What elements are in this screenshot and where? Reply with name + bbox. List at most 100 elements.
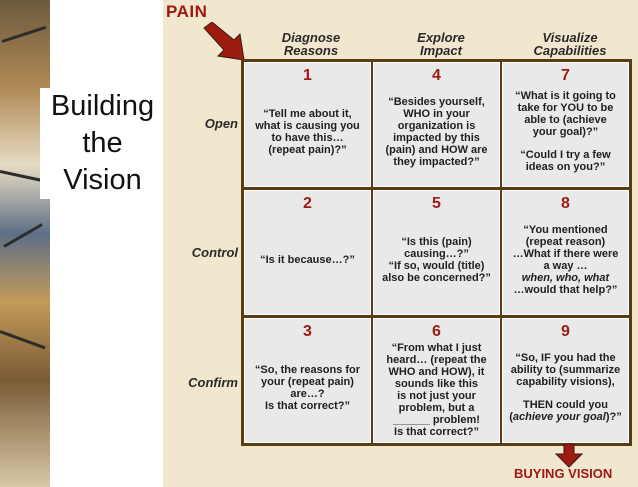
cell-line: to have this… bbox=[271, 131, 344, 144]
column-header-line: Explore bbox=[417, 30, 465, 45]
side-title-line: Building bbox=[50, 90, 155, 122]
side-title-line: the bbox=[82, 127, 123, 159]
column-header-line: Diagnose bbox=[281, 30, 341, 45]
side-title-line: Vision bbox=[63, 164, 142, 196]
abstract-painting-strip bbox=[0, 0, 50, 487]
cell-line: Is that correct?” bbox=[394, 425, 479, 438]
grid-cell-5: 5 “Is this (pain) causing…?” “If so, wou… bbox=[373, 190, 500, 315]
column-header-line: Visualize bbox=[542, 30, 598, 45]
column-header-line: Impact bbox=[420, 43, 462, 58]
cell-line: …What if there were bbox=[512, 247, 619, 260]
grid-cell-7: 7 “What is it going to take for YOU to b… bbox=[502, 62, 629, 187]
cell-line: (repeat pain)?” bbox=[268, 143, 347, 156]
paint-stroke bbox=[3, 223, 43, 248]
grid-cell-4: 4 “Besides yourself, WHO in your organiz… bbox=[373, 62, 500, 187]
cell-line: “Tell me about it, bbox=[263, 107, 352, 120]
buying-vision-arrow-icon bbox=[555, 444, 583, 468]
row-header-confirm: Confirm bbox=[188, 375, 238, 390]
cell-paragraph: “So, IF you had the ability to (summariz… bbox=[509, 352, 622, 388]
cell-line: organization is bbox=[397, 119, 476, 132]
cell-text: “From what I just heard… (repeat the WHO… bbox=[382, 337, 490, 442]
column-header-line: Capabilities bbox=[533, 43, 607, 58]
cell-line: is not just your bbox=[397, 389, 476, 402]
cell-line: are…? bbox=[290, 387, 325, 400]
cell-line: “Besides yourself, bbox=[388, 95, 485, 108]
cell-line: WHO and HOW), it bbox=[388, 365, 485, 378]
cell-line: …would that help?” bbox=[513, 283, 618, 296]
grid-cell-2: 2 “Is it because…?” bbox=[244, 190, 371, 315]
cell-line: “From what I just bbox=[391, 341, 482, 354]
cell-text: “Is this (pain) causing…?” “If so, would… bbox=[378, 205, 495, 314]
cell-paragraph: “What is it going to take for YOU to be … bbox=[515, 90, 616, 138]
grid-cell-3: 3 “So, the reasons for your (repeat pain… bbox=[244, 318, 371, 443]
cell-line: Is that correct?” bbox=[265, 399, 350, 412]
cell-text-fragment: ( bbox=[509, 411, 513, 423]
cell-line: they impacted?” bbox=[393, 155, 480, 168]
cell-line: (pain) and HOW are bbox=[385, 143, 488, 156]
cell-line: impacted by this bbox=[393, 131, 480, 144]
cell-text: “You mentioned (repeat reason) …What if … bbox=[509, 205, 623, 314]
cell-line: sounds like this bbox=[394, 377, 479, 390]
cell-line: also be concerned?” bbox=[382, 271, 491, 284]
column-header-explore: Explore Impact bbox=[376, 31, 506, 57]
cell-line: capability visions), bbox=[516, 376, 615, 388]
cell-line: (repeat reason) bbox=[525, 235, 606, 248]
pain-arrow-icon bbox=[203, 22, 245, 61]
cell-text: “Besides yourself, WHO in your organizat… bbox=[381, 77, 491, 186]
side-title: Building the Vision bbox=[40, 88, 165, 199]
cell-line: a way … bbox=[543, 259, 588, 272]
cell-line: “If so, would (title) bbox=[388, 259, 485, 272]
cell-number: 1 bbox=[303, 67, 312, 84]
cell-line: able to (achieve bbox=[524, 114, 607, 126]
cell-paragraph: THEN could you (achieve your goal)?” bbox=[509, 399, 622, 423]
cell-line: “You mentioned bbox=[523, 223, 608, 236]
cell-line: WHO in your bbox=[403, 107, 470, 120]
cell-line: your (repeat pain) bbox=[261, 375, 354, 388]
cell-line: (achieve your goal)?” bbox=[509, 411, 622, 423]
cell-line: “What is it going to bbox=[515, 90, 616, 102]
cell-text: “So, the reasons for your (repeat pain) … bbox=[251, 333, 364, 442]
column-header-diagnose: Diagnose Reasons bbox=[246, 31, 376, 57]
cell-text: “Tell me about it, what is causing you t… bbox=[251, 77, 364, 186]
cell-line: take for YOU to be bbox=[517, 102, 614, 114]
cell-line: what is causing you bbox=[255, 119, 360, 132]
cell-number: 9 bbox=[561, 323, 570, 340]
cell-line: ______ problem! bbox=[393, 413, 480, 426]
row-header-control: Control bbox=[191, 245, 238, 260]
row-header-open: Open bbox=[204, 116, 238, 131]
cell-number: 3 bbox=[303, 323, 312, 340]
cell-number: 4 bbox=[432, 67, 441, 84]
column-header-line: Reasons bbox=[283, 43, 339, 58]
cell-line: your goal)?” bbox=[532, 126, 599, 138]
cell-line: heard… (repeat the bbox=[386, 353, 487, 366]
cell-number: 7 bbox=[561, 67, 570, 84]
cell-paragraph: “Could I try a few ideas on you?” bbox=[515, 149, 616, 173]
cell-line: ability to (summarize bbox=[510, 364, 621, 376]
cell-text-fragment: )?” bbox=[605, 411, 622, 423]
cell-text-emphasis: achieve your goal bbox=[512, 411, 606, 423]
cell-text: “Is it because…?” bbox=[256, 205, 359, 314]
cell-line: “Could I try a few bbox=[520, 149, 611, 161]
cell-number: 5 bbox=[432, 195, 441, 212]
cell-line: causing…?” bbox=[404, 247, 469, 260]
grid-cell-9: 9 “So, IF you had the ability to (summar… bbox=[502, 318, 629, 443]
pain-label: PAIN bbox=[166, 2, 208, 21]
cell-line: “So, the reasons for bbox=[254, 363, 361, 376]
grid-cell-1: 1 “Tell me about it, what is causing you… bbox=[244, 62, 371, 187]
grid-cell-6: 6 “From what I just heard… (repeat the W… bbox=[373, 318, 500, 443]
cell-line: ideas on you?” bbox=[525, 161, 606, 173]
paint-stroke bbox=[0, 330, 46, 350]
cell-text: “So, IF you had the ability to (summariz… bbox=[505, 333, 626, 442]
cell-line: “Is this (pain) bbox=[401, 235, 472, 248]
paint-stroke bbox=[1, 25, 47, 43]
cell-number: 8 bbox=[561, 195, 570, 212]
cell-line: problem, but a bbox=[398, 401, 475, 414]
cell-line: THEN could you bbox=[523, 399, 608, 411]
buying-vision-label: BUYING VISION bbox=[514, 466, 613, 481]
cell-line: “Is it because…?” bbox=[260, 253, 355, 266]
cell-text: “What is it going to take for YOU to be … bbox=[511, 77, 620, 186]
cell-number: 2 bbox=[303, 195, 312, 212]
grid-cell-8: 8 “You mentioned (repeat reason) …What i… bbox=[502, 190, 629, 315]
cell-line-emphasis: when, who, what bbox=[521, 271, 610, 284]
cell-line: “So, IF you had the bbox=[515, 352, 616, 364]
